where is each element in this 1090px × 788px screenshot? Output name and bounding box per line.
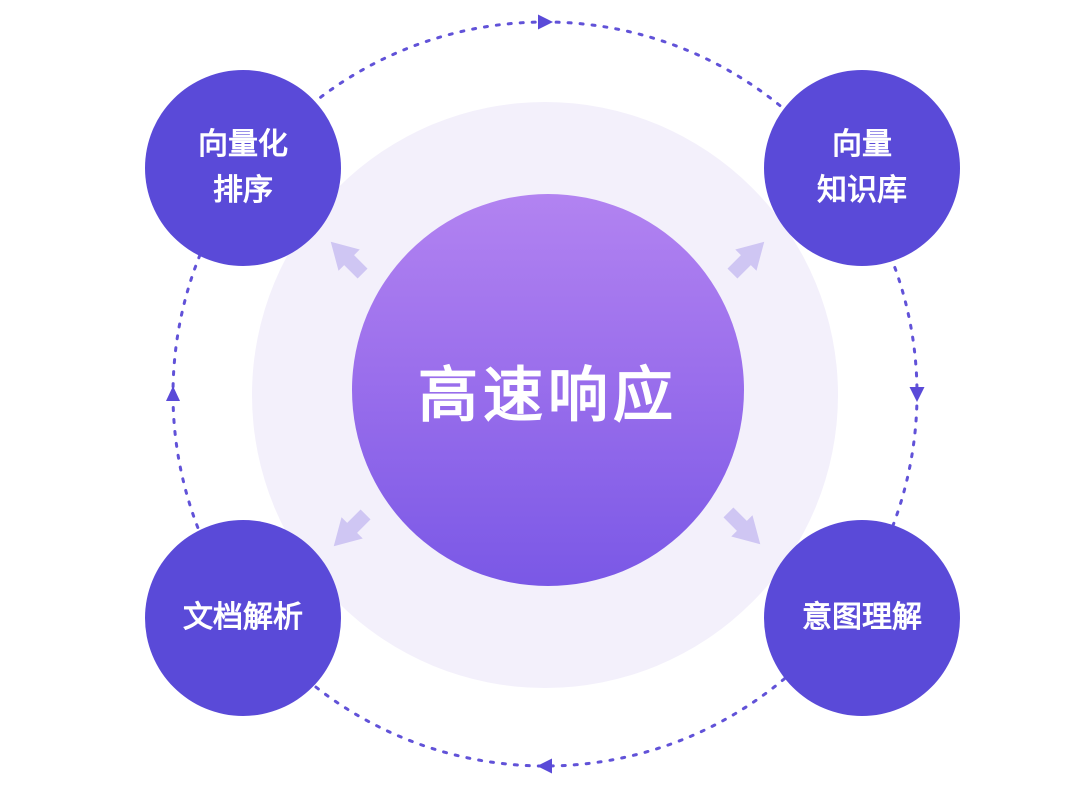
triangle-rotation-left-icon	[166, 386, 180, 401]
center-label: 高速响应	[418, 360, 678, 431]
satellite-label-line: 向量化	[198, 126, 288, 162]
satellite-label-line: 意图理解	[802, 599, 922, 635]
arrow-outward-top-left-icon	[330, 241, 368, 279]
satellite-label-line: 知识库	[817, 173, 907, 208]
triangle-rotation-bottom-icon	[537, 758, 552, 774]
arrow-outward-top-right-icon	[727, 241, 765, 279]
satellite-label-line: 文档解析	[183, 599, 303, 635]
satellite-intent-understanding: 意图理解	[764, 520, 960, 716]
satellite-document-parsing: 文档解析	[145, 520, 341, 716]
triangle-rotation-top-icon	[538, 14, 553, 30]
satellite-vector-ranking: 向量化 排序	[145, 70, 341, 266]
satellite-vector-knowledge-base: 向量 知识库	[764, 70, 960, 266]
arrow-outward-bottom-left-icon	[333, 509, 371, 547]
center-circle: 高速响应	[352, 194, 744, 586]
triangle-rotation-right-icon	[909, 387, 925, 402]
arrow-outward-bottom-right-icon	[723, 507, 761, 545]
satellite-label-line: 向量	[832, 126, 892, 162]
satellite-label-line: 排序	[213, 173, 273, 208]
